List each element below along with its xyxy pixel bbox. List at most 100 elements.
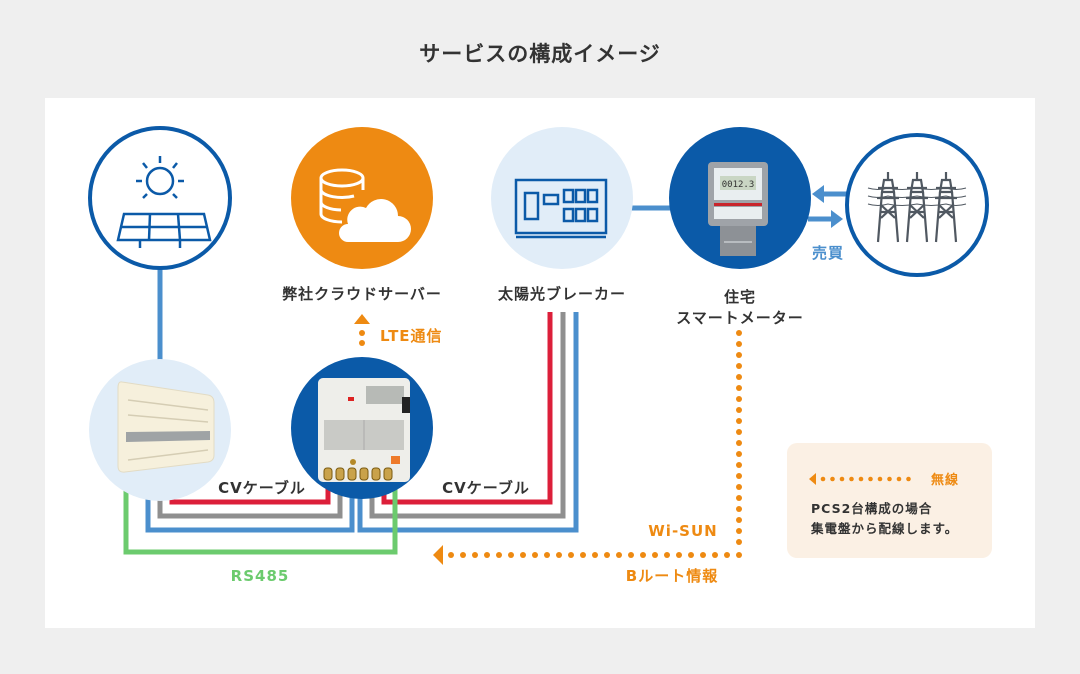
wisun-dot bbox=[496, 552, 502, 558]
solar-breaker-label: 太陽光ブレーカー bbox=[497, 285, 626, 303]
breaker-panel-icon bbox=[514, 178, 608, 239]
note-text: PCS2台構成の場合 集電盤から配線します。 bbox=[811, 499, 958, 539]
wisun-dot bbox=[568, 552, 574, 558]
measurement-device-icon bbox=[318, 378, 410, 482]
solar-panel-icon bbox=[116, 156, 212, 248]
wisun-dot bbox=[676, 552, 682, 558]
smart-meter-node: 0012.3 bbox=[669, 127, 811, 269]
wisun-dot bbox=[736, 341, 742, 347]
database-cloud-icon bbox=[319, 168, 365, 224]
arrow-up-icon bbox=[354, 314, 370, 324]
solar-breaker-node bbox=[491, 127, 633, 269]
gray-cable-right bbox=[369, 312, 566, 519]
wisun-dot bbox=[700, 552, 706, 558]
arrow-right-icon bbox=[831, 210, 843, 228]
legend-dot bbox=[830, 476, 835, 481]
wisun-dot bbox=[736, 528, 742, 534]
legend-dot bbox=[906, 476, 911, 481]
wisun-dot bbox=[532, 552, 538, 558]
power-conditioner-icon bbox=[117, 381, 215, 473]
wisun-dot bbox=[652, 552, 658, 558]
cv-cable-right-label: CVケーブル bbox=[442, 479, 530, 497]
wisun-dot bbox=[520, 552, 526, 558]
pcs-node bbox=[89, 359, 231, 501]
wisun-dot bbox=[592, 552, 598, 558]
transmission-tower-icon bbox=[867, 172, 967, 243]
wisun-dot bbox=[712, 552, 718, 558]
wisun-dot bbox=[736, 374, 742, 380]
wisun-dot bbox=[508, 552, 514, 558]
power-line bbox=[867, 195, 967, 198]
legend-dot bbox=[887, 476, 892, 481]
smart-meter-icon: 0012.3 bbox=[708, 162, 768, 256]
power-grid-node bbox=[845, 133, 989, 277]
arrow-left-icon bbox=[433, 545, 443, 565]
wisun-dot bbox=[484, 552, 490, 558]
wi-sun-label: Wi-SUN bbox=[648, 522, 718, 540]
wisun-dot bbox=[604, 552, 610, 558]
wisun-dot bbox=[736, 552, 742, 558]
wireless-legend-icon bbox=[809, 472, 911, 485]
rs485-label: RS485 bbox=[230, 567, 290, 585]
note-legend: 無線 bbox=[809, 469, 959, 488]
legend-dot bbox=[839, 476, 845, 481]
wisun-dot bbox=[616, 552, 622, 558]
wisun-dot bbox=[736, 451, 742, 457]
monitor-device-node bbox=[291, 357, 433, 499]
wisun-dot bbox=[640, 552, 646, 558]
wisun-dot bbox=[736, 539, 742, 545]
wisun-dotted-path bbox=[448, 330, 742, 558]
wisun-dot bbox=[688, 552, 694, 558]
wisun-dot bbox=[736, 517, 742, 523]
wisun-dot bbox=[736, 418, 742, 424]
wisun-dot bbox=[736, 407, 742, 413]
lte-arrow bbox=[354, 314, 370, 346]
wisun-dot bbox=[736, 462, 742, 468]
wisun-dot bbox=[736, 330, 742, 336]
cloud-server-node bbox=[291, 127, 433, 269]
wisun-dot bbox=[736, 495, 742, 501]
wisun-dot bbox=[580, 552, 586, 558]
sell-buy-arrows bbox=[808, 185, 850, 228]
wisun-dot bbox=[736, 484, 742, 490]
wisun-dot bbox=[736, 352, 742, 358]
cloud-server-label: 弊社クラウドサーバー bbox=[282, 285, 442, 303]
wisun-dot bbox=[628, 552, 634, 558]
legend-dot bbox=[896, 476, 902, 481]
note-box: 無線 PCS2台構成の場合 集電盤から配線します。 bbox=[787, 443, 992, 558]
blue-cable-left bbox=[145, 478, 355, 533]
legend-dot bbox=[849, 476, 854, 481]
wisun-dot bbox=[736, 440, 742, 446]
wisun-dot bbox=[448, 552, 454, 558]
wisun-dot bbox=[460, 552, 466, 558]
lte-label: LTE通信 bbox=[380, 327, 443, 345]
wisun-dot bbox=[736, 385, 742, 391]
wireless-legend-label: 無線 bbox=[931, 473, 960, 488]
wisun-dot bbox=[544, 552, 550, 558]
cloud-icon bbox=[339, 199, 411, 242]
wisun-dot bbox=[736, 363, 742, 369]
arrow-left-icon bbox=[812, 185, 824, 203]
rs485-cable bbox=[123, 462, 398, 555]
wisun-dot bbox=[736, 473, 742, 479]
wisun-dot bbox=[664, 552, 670, 558]
note-line-2: 集電盤から配線します。 bbox=[811, 521, 959, 536]
page-title: サービスの構成イメージ bbox=[419, 42, 661, 66]
sell-buy-label: 売買 bbox=[811, 244, 844, 262]
legend-dot bbox=[868, 476, 873, 481]
power-line bbox=[867, 203, 967, 206]
power-line bbox=[867, 187, 967, 190]
wisun-dot bbox=[556, 552, 562, 558]
wisun-dot bbox=[736, 506, 742, 512]
wisun-dot bbox=[736, 429, 742, 435]
note-line-1: PCS2台構成の場合 bbox=[811, 501, 933, 516]
smart-meter-label-line1: 住宅 bbox=[723, 288, 756, 306]
legend-dot bbox=[858, 476, 864, 481]
wisun-dot bbox=[736, 396, 742, 402]
wisun-dot bbox=[724, 552, 730, 558]
cv-cable-left-label: CVケーブル bbox=[218, 479, 306, 497]
solar-panel-node bbox=[88, 126, 232, 270]
smart-meter-label-line2: スマートメーター bbox=[676, 309, 804, 327]
b-route-label: Bルート情報 bbox=[625, 567, 719, 585]
